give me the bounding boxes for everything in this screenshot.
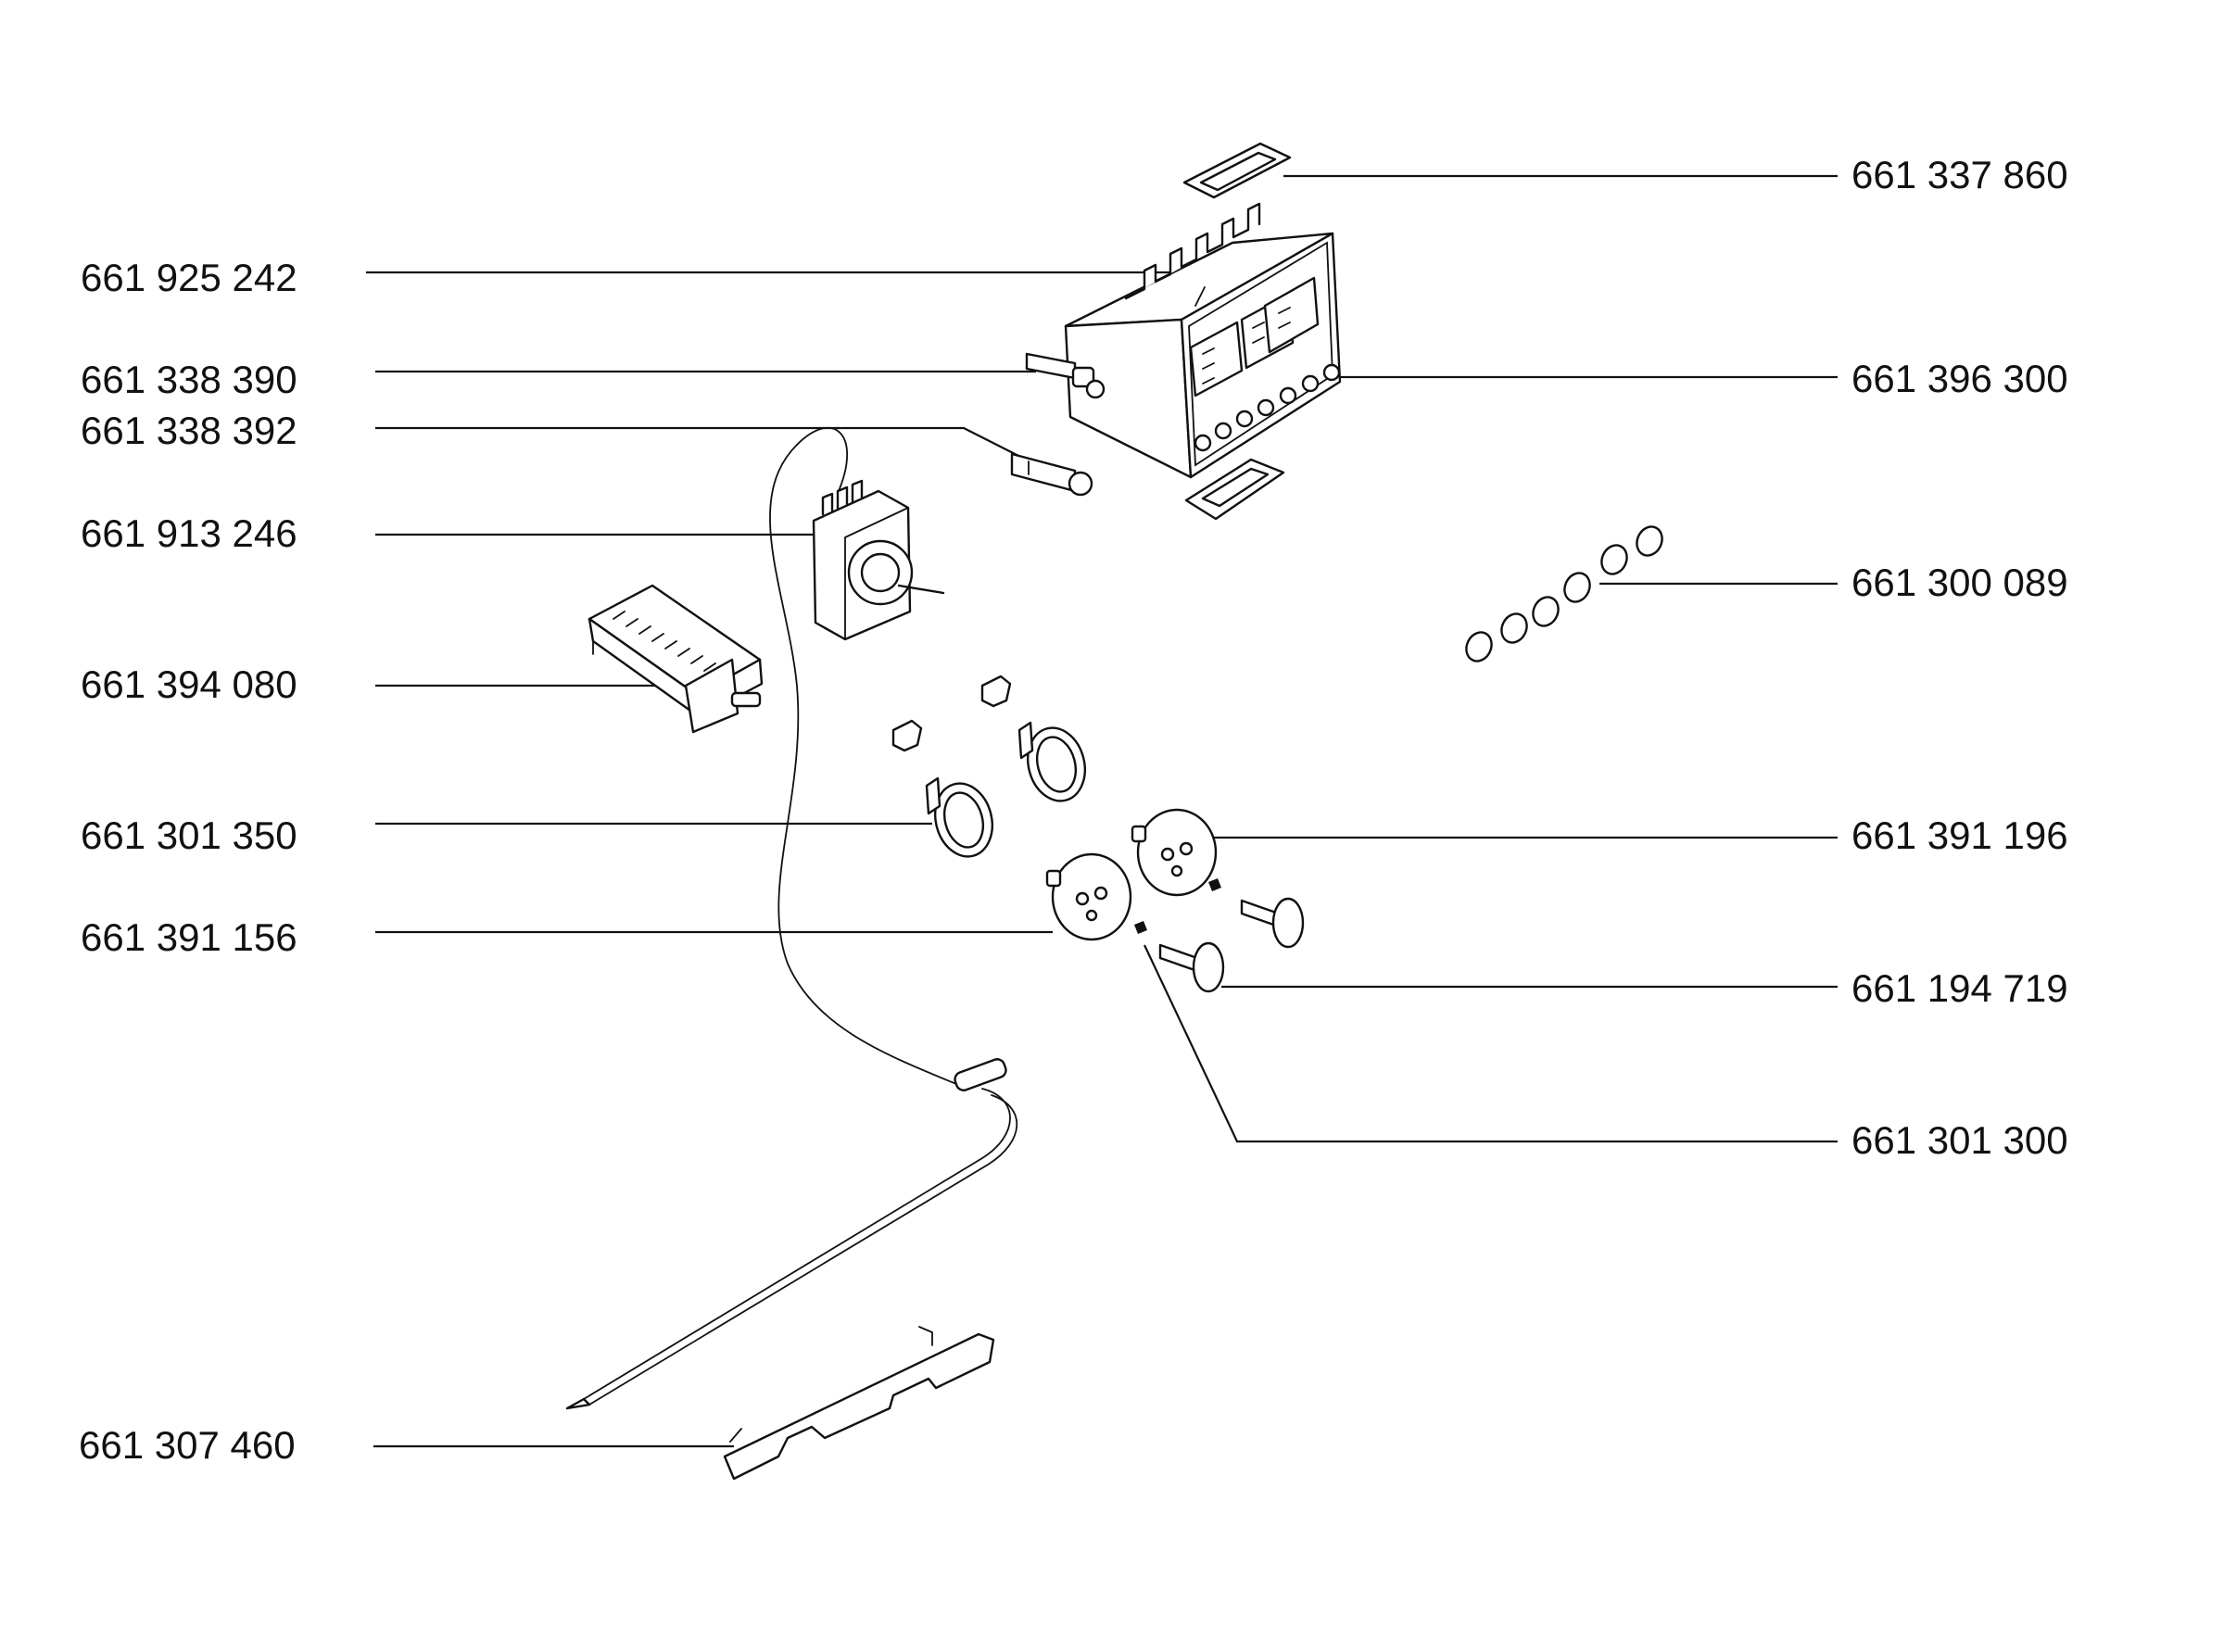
label-knob-spindle: 661 194 719 (1851, 966, 2068, 1010)
push-buttons-drawing (1465, 525, 1663, 662)
leader-fuse (375, 426, 1034, 464)
knob-left-drawing (1045, 852, 1132, 941)
fuse-holder-drawing (1025, 352, 1106, 399)
fuse-drawing (1010, 452, 1093, 497)
knob-spindle-drawing (1158, 897, 1305, 993)
label-fuse: 661 338 392 (81, 409, 297, 452)
knob-holder-clip-drawing (891, 675, 1086, 858)
display-frame-bottom-drawing (1184, 458, 1285, 521)
labels-left: 661 925 242 661 338 390 661 338 392 661 … (79, 256, 297, 1467)
probe-bracket-drawing (723, 1326, 995, 1481)
spring-washer-drawing (1134, 878, 1221, 934)
display-frame-top-drawing (1182, 142, 1292, 199)
label-selector-switch: 661 394 080 (81, 662, 297, 706)
label-spring-washer: 661 301 300 (1851, 1118, 2068, 1162)
label-thermostat: 661 913 246 (81, 511, 297, 555)
probe-rod-drawing (565, 1058, 1018, 1410)
label-fuse-holder: 661 338 390 (81, 358, 297, 401)
selector-switch-drawing (588, 584, 764, 734)
label-display-frame-top: 661 337 860 (1851, 153, 2068, 196)
electronic-timer-drawing (1064, 202, 1342, 479)
leader-lines (366, 174, 1838, 1448)
label-knob-right: 661 391 196 (1851, 813, 2068, 857)
leader-spring-washer (1144, 944, 1838, 1143)
labels-right: 661 337 860 661 396 300 661 300 089 661 … (1851, 153, 2068, 1162)
thermostat-drawing (769, 426, 957, 1085)
label-timer-switch-block: 661 925 242 (81, 256, 297, 299)
label-push-buttons: 661 300 089 (1851, 561, 2068, 604)
label-probe-bracket: 661 307 460 (79, 1423, 296, 1467)
knob-right-drawing (1131, 808, 1218, 897)
label-knob-left: 661 391 156 (81, 915, 297, 959)
label-electronic-timer: 661 396 300 (1851, 357, 2068, 400)
label-knob-holder-clip: 661 301 350 (81, 813, 297, 857)
